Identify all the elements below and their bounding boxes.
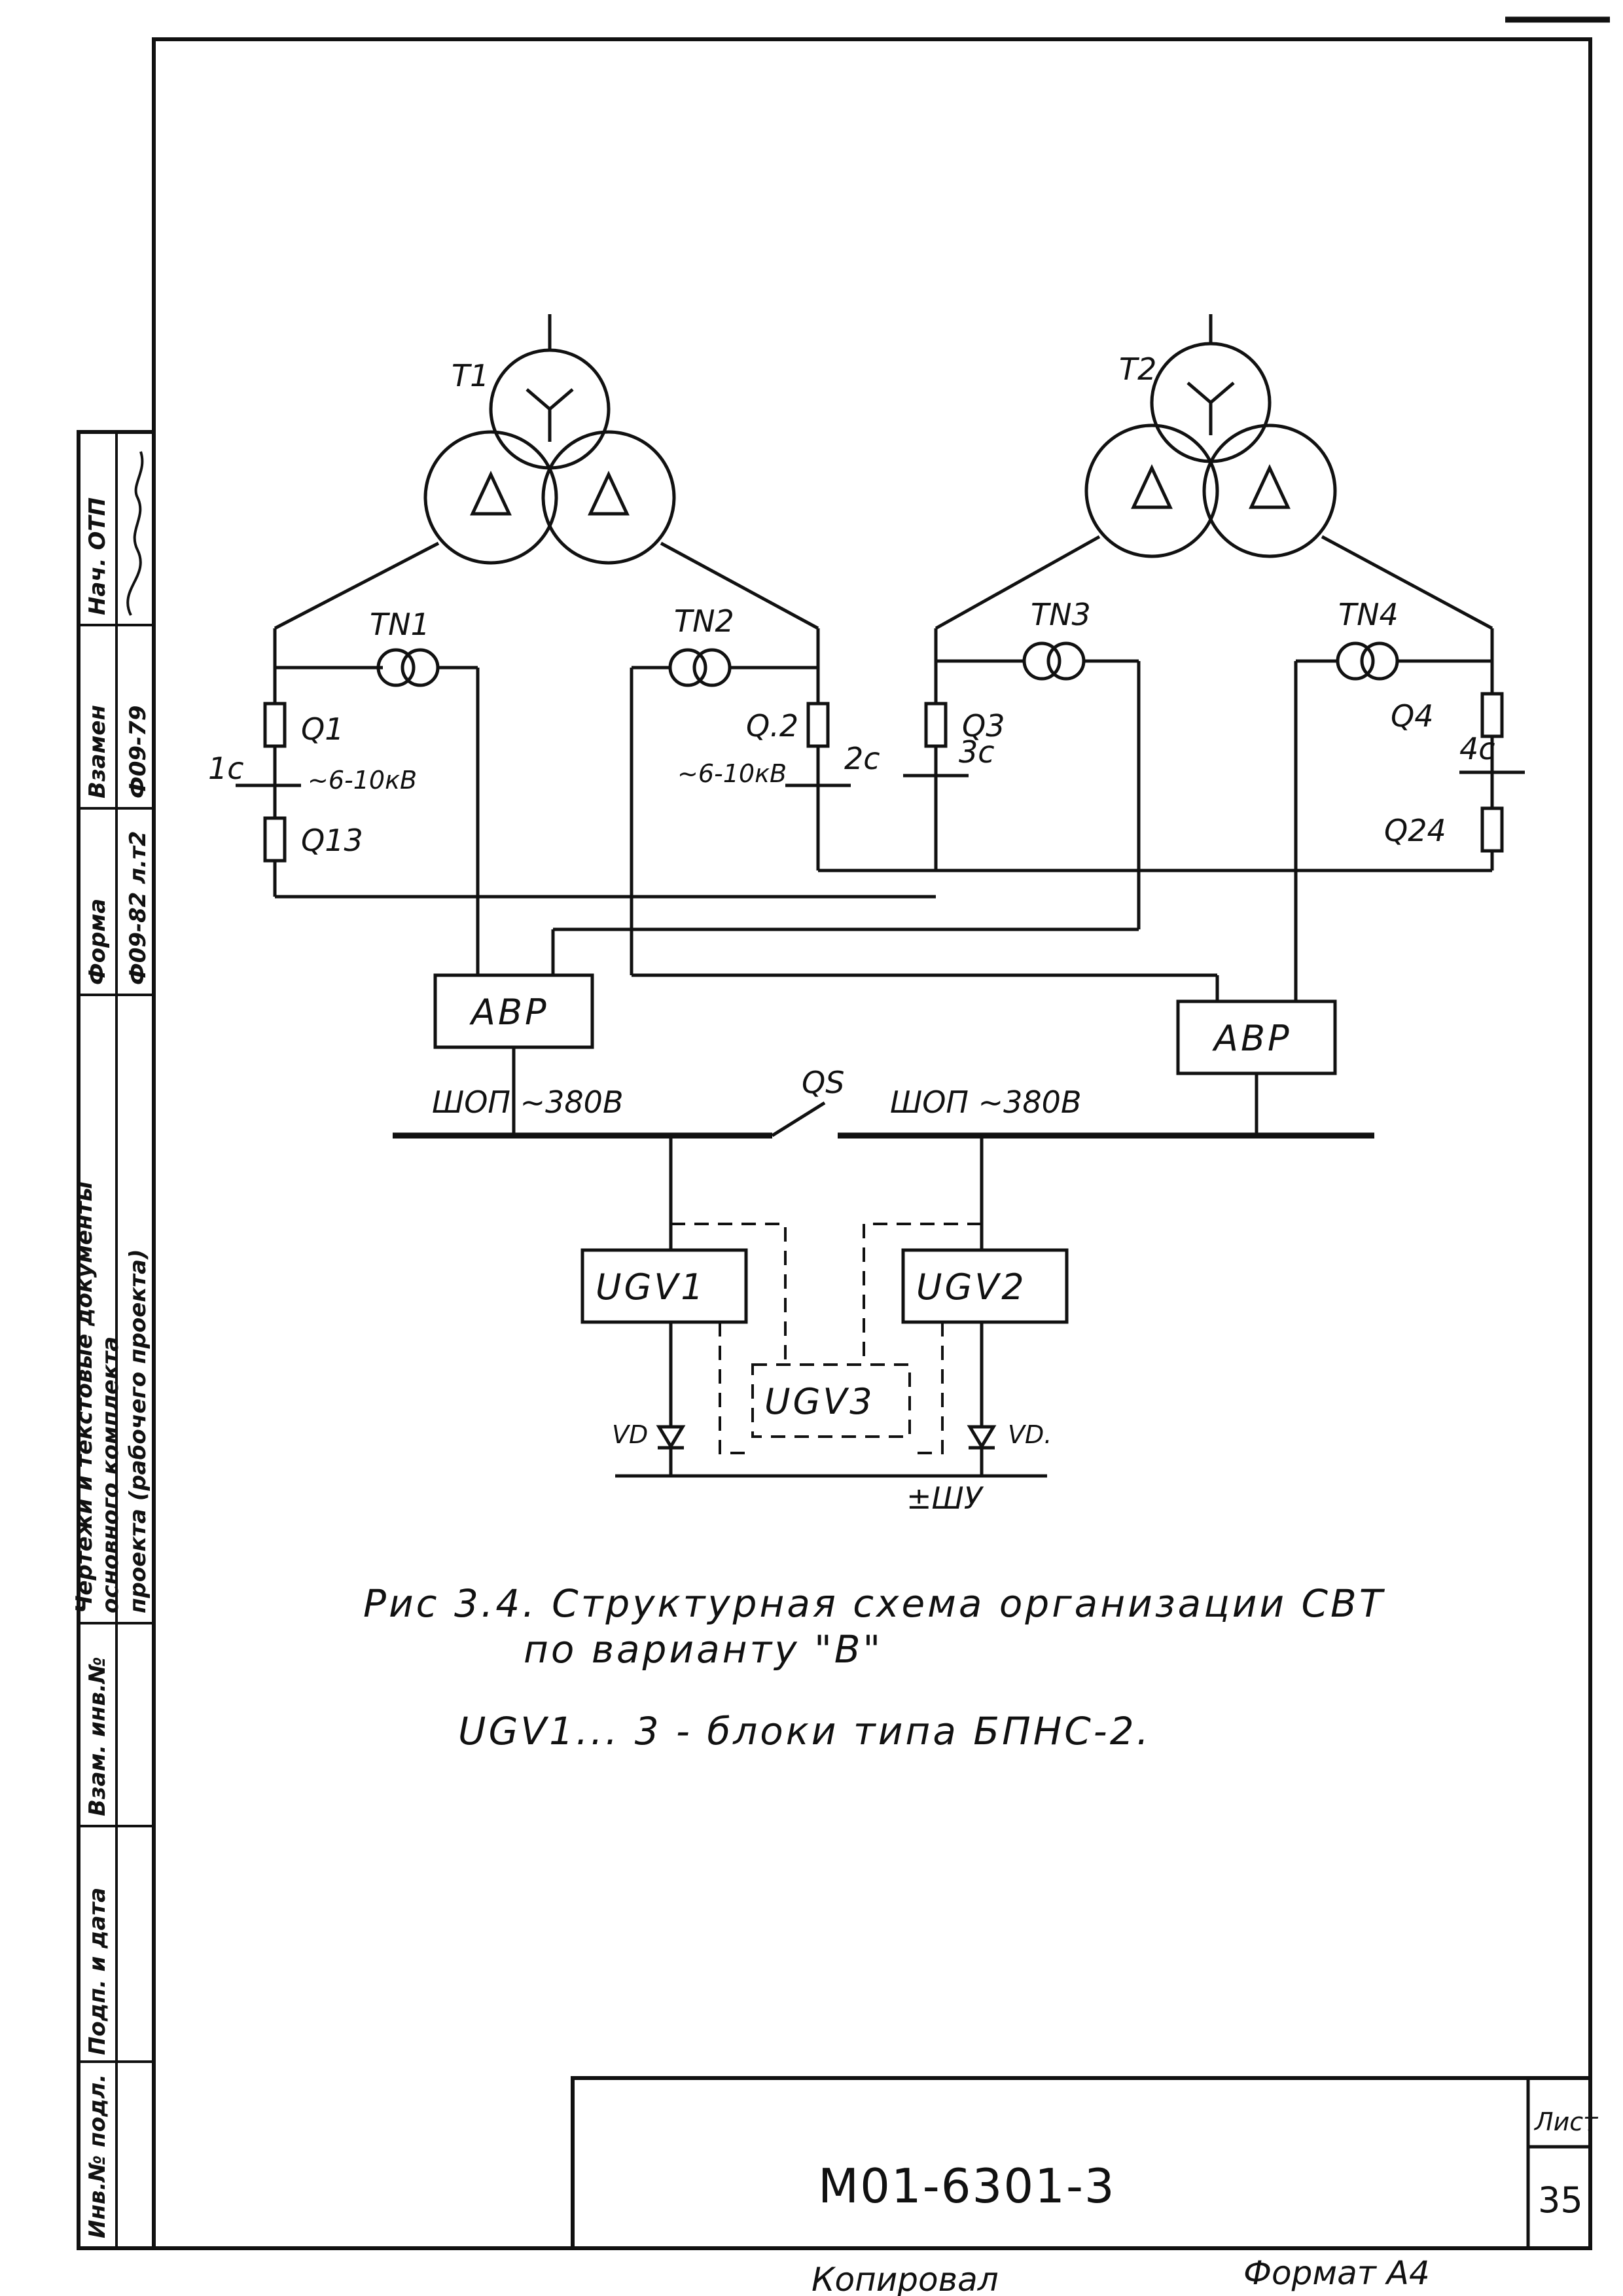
figure-note: UGV1... 3 - блоки типа БПНС-2. [458, 1709, 1151, 1753]
rectifier-section: UGV1 UGV2 UGV3 VD VD. ±ШУ [580, 1136, 1069, 1516]
vt-tn3-label: TN3 [1031, 597, 1091, 632]
transformer-t1-label: T1 [452, 358, 489, 393]
vt-tn4-label: TN4 [1338, 597, 1399, 632]
breaker-q2-label: Q.2 [746, 708, 798, 744]
diode-vd-left [656, 1425, 686, 1450]
stamp-instead-label: Взамен [84, 705, 111, 798]
hv-interconnections [275, 785, 1492, 1001]
stamp-sign-date: Подп. и дата [84, 1888, 111, 2055]
hv-section-4: Q4 4c Q24 TN4 [1294, 597, 1525, 1001]
breaker-q3 [924, 702, 948, 748]
transformer-t1: T1 [274, 314, 819, 630]
rectifier-ugv3 [751, 1363, 911, 1438]
hv-section-2: Q.2 ~6-10кВ 2c TN2 [630, 603, 880, 975]
breaker-q13 [263, 816, 287, 863]
breaker-q24-label: Q24 [1384, 813, 1446, 848]
avr-unit-right: АВР [1176, 999, 1337, 1136]
section-2c-label: 2c [844, 741, 880, 776]
breaker-q1 [263, 702, 287, 748]
stamp-instead-code: Ф09-79 [125, 706, 151, 798]
stamp-replaced-inv: Взам. инв.№ [84, 1657, 111, 1816]
section-1c-label: 1c [208, 751, 244, 786]
vt-tn2-label: TN2 [674, 603, 734, 639]
transformer-t2: T2 [935, 314, 1493, 630]
breaker-q3-label: Q3 [962, 708, 1005, 744]
avr-right-label: АВР [1212, 1018, 1292, 1059]
side-stamp: Инв.№ подл. Подп. и дата Взам. инв.№ Чер… [71, 430, 156, 2250]
rectifier-ugv2 [901, 1248, 1069, 1324]
rectifier-ugv3-label: UGV3 [764, 1381, 875, 1422]
avr-unit-left: АВР [433, 973, 594, 1136]
drawing-frame [152, 37, 1592, 2250]
bus-tie-switch [771, 1101, 826, 1138]
diode-vd-left-label: VD [612, 1420, 648, 1449]
breaker-q1-label: Q1 [301, 711, 344, 747]
footer-copied: Копировал [812, 2261, 999, 2296]
stamp-form-code: Ф09-82 л.т2 [125, 831, 151, 985]
figure-caption-line2: по варианту "В" [524, 1627, 883, 1672]
sheet-label: Лист [1533, 2108, 1599, 2136]
stamp-docs-line3: проекта (рабочего проекта) [125, 1249, 151, 1613]
stamp-form-label: Форма [84, 899, 111, 985]
section-3c-label: 3c [959, 734, 995, 770]
avr-left-label: АВР [469, 992, 549, 1033]
section-4c-label: 4c [1459, 731, 1495, 766]
breaker-q2 [806, 702, 830, 748]
document-number: М01-6301-3 [818, 2159, 1116, 2214]
hv-section-1: Q1 1c ~6-10кВ Q13 TN1 [208, 607, 480, 975]
breaker-q4 [1480, 692, 1504, 738]
stamp-docs-line2: основного комплекта [98, 1336, 124, 1613]
figure-caption-line1: Рис 3.4. Структурная схема организации С… [363, 1581, 1385, 1626]
dc-bus-label: ±ШУ [906, 1480, 984, 1516]
vt-tn1-label: TN1 [370, 607, 430, 642]
hv-voltage-right: ~6-10кВ [677, 759, 787, 788]
breaker-q13-label: Q13 [301, 823, 363, 858]
lv-bus-right-label: ШОП ~380В [890, 1085, 1082, 1120]
stamp-docs-line1: Чертежи и текстовые документы [71, 1181, 98, 1613]
diode-vd-right [967, 1425, 997, 1450]
lv-bus-left-label: ШОП ~380В [432, 1085, 624, 1120]
rectifier-ugv1-label: UGV1 [596, 1266, 706, 1308]
stamp-signature [126, 451, 144, 616]
breaker-q4-label: Q4 [1391, 698, 1433, 734]
lv-bus: ШОП ~380В ШОП ~380В QS [393, 1065, 1374, 1139]
breaker-q24 [1480, 806, 1504, 853]
rectifier-ugv2-label: UGV2 [916, 1266, 1027, 1308]
bus-tie-switch-label: QS [802, 1065, 844, 1100]
title-block: Лист 35 М01-6301-3 [571, 2076, 1599, 2250]
diode-vd-right-label: VD. [1008, 1420, 1052, 1449]
stamp-inv-number: Инв.№ подл. [84, 2074, 111, 2238]
transformer-t2-label: T2 [1119, 351, 1156, 387]
footer-format: Формат А4 [1243, 2254, 1430, 2292]
sheet-number: 35 [1538, 2179, 1583, 2221]
hv-section-3: Q3 3c TN3 [903, 597, 1141, 929]
stamp-head-otp: Нач. ОТП [84, 497, 111, 615]
hv-voltage-left: ~6-10кВ [308, 766, 417, 795]
rectifier-ugv1 [580, 1248, 748, 1324]
